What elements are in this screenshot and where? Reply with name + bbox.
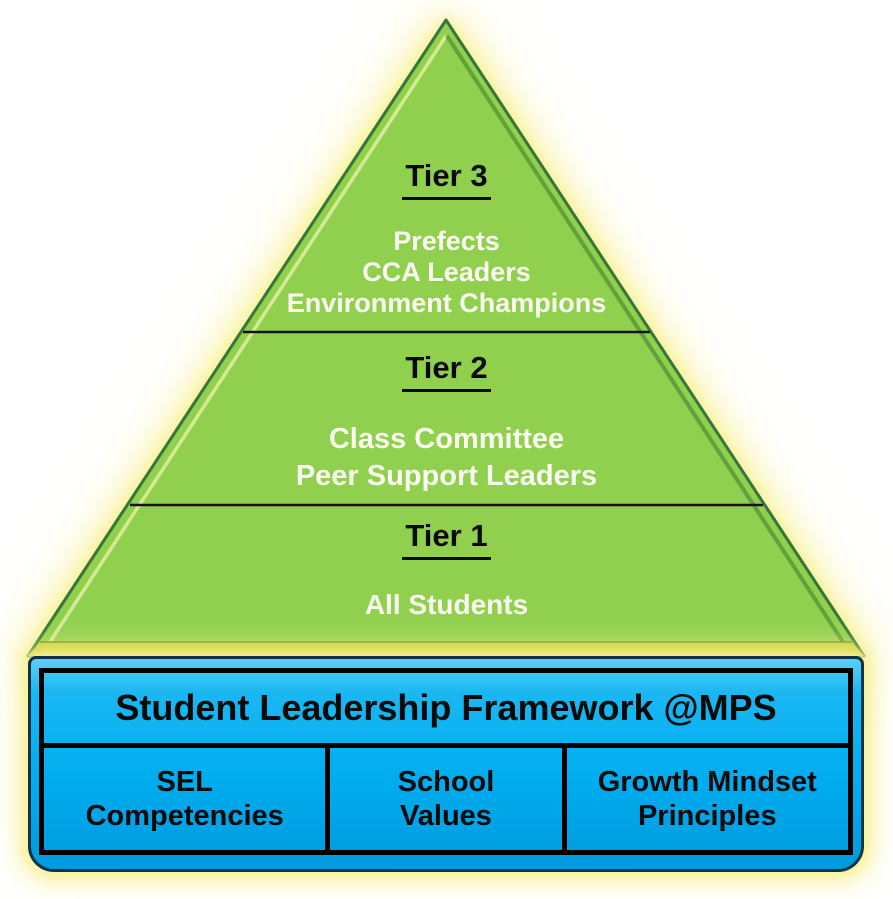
tier2-heading: Tier 2 (0, 352, 893, 392)
foundation-cell-school-values: School Values (325, 748, 567, 850)
foundation-cells-row: SEL Competencies School Values Growth Mi… (44, 748, 848, 850)
tier1-item: All Students (364, 589, 529, 620)
foundation-cell-sel-competencies: SEL Competencies (44, 748, 325, 850)
pyramid-left-highlight (44, 35, 448, 649)
cell-line: Competencies (85, 800, 284, 832)
tier3-heading-label: Tier 3 (402, 160, 491, 200)
tier3-items: Prefects CCA Leaders Environment Champio… (0, 226, 893, 319)
tier3-item: Prefects (393, 226, 500, 256)
tier1-heading: Tier 1 (0, 520, 893, 560)
cell-line: Principles (637, 800, 777, 832)
cell-line: Growth Mindset (597, 766, 817, 798)
foundation-box: Student Leadership Framework @MPS SEL Co… (28, 656, 864, 872)
tier3-item: CCA Leaders (362, 257, 531, 287)
foundation-table: Student Leadership Framework @MPS SEL Co… (39, 668, 853, 855)
cell-line: Values (400, 800, 492, 832)
foundation-cell-growth-mindset: Growth Mindset Principles (567, 748, 848, 850)
tier2-item: Class Committee (328, 423, 565, 455)
tier2-heading-label: Tier 2 (402, 352, 491, 392)
tier2-item: Peer Support Leaders (295, 460, 598, 492)
tier3-heading: Tier 3 (0, 160, 893, 200)
tier1-items: All Students (0, 588, 893, 622)
pyramid-right-shadow (445, 34, 849, 650)
pyramid-triangle (26, 18, 866, 658)
tier3-item: Environment Champions (286, 288, 607, 318)
tier2-items: Class Committee Peer Support Leaders (0, 421, 893, 495)
cell-line: SEL (156, 766, 213, 798)
tier1-heading-label: Tier 1 (402, 520, 491, 560)
foundation-title: Student Leadership Framework @MPS (44, 673, 848, 748)
cell-line: School (397, 766, 495, 798)
pyramid-bottom-bevel (28, 642, 864, 656)
